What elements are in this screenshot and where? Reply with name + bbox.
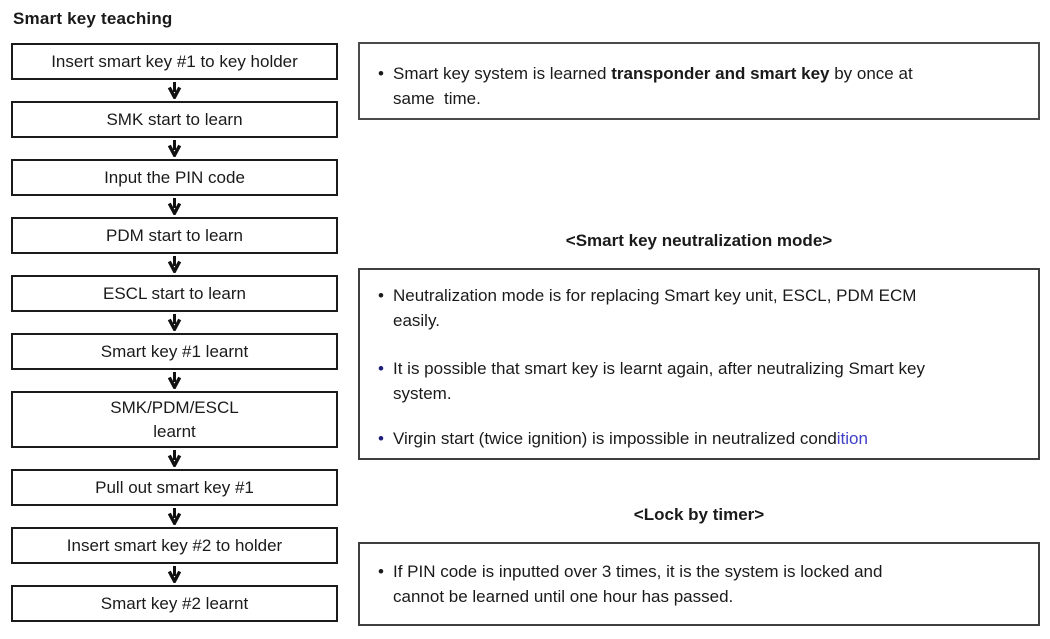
note-bullet: • Neutralization mode is for replacing S… [378, 283, 1026, 333]
page-title: Smart key teaching [13, 9, 173, 28]
bullet-dot: • [378, 359, 384, 378]
bullet-dot: • [378, 64, 384, 83]
flow-step-label: Insert smart key #1 to key holder [51, 51, 298, 71]
bullet-dot: • [378, 562, 384, 581]
flowchart: Insert smart key #1 to key holder SMK st… [11, 43, 338, 622]
flow-step-key1-learnt: Smart key #1 learnt [11, 333, 338, 370]
note-bullet: • Smart key system is learned transponde… [378, 61, 1026, 111]
down-arrow-icon [11, 138, 338, 159]
down-arrow-icon [11, 312, 338, 333]
note-line: Neutralization mode is for replacing Sma… [393, 286, 917, 305]
flow-step-insert-key1: Insert smart key #1 to key holder [11, 43, 338, 80]
flow-step-smk-learn: SMK start to learn [11, 101, 338, 138]
note-box-lock-by-timer: • If PIN code is inputted over 3 times, … [358, 542, 1040, 626]
note-line: cannot be learned until one hour has pas… [393, 587, 734, 606]
bold-phrase: transponder and smart key [611, 64, 830, 83]
flow-step-label: Smart key #1 learnt [100, 341, 249, 361]
flow-step-label: Insert smart key #2 to holder [66, 535, 283, 555]
flow-step-smk-pdm-escl-learnt: SMK/PDM/ESCL learnt [11, 391, 338, 448]
lock-by-timer-heading: <Lock by timer> [633, 505, 765, 524]
note-line: easily. [393, 311, 440, 330]
down-arrow-icon [11, 506, 338, 527]
flow-step-escl-learn: ESCL start to learn [11, 275, 338, 312]
flow-step-label: SMK start to learn [106, 109, 243, 129]
note-bullet: • Virgin start (twice ignition) is impos… [378, 426, 1026, 451]
down-arrow-icon [11, 564, 338, 585]
note-line: It is possible that smart key is learnt … [393, 359, 925, 378]
down-arrow-icon [11, 370, 338, 391]
flow-step-label: ESCL start to learn [103, 283, 246, 303]
flow-step-key2-learnt: Smart key #2 learnt [11, 585, 338, 622]
down-arrow-icon [11, 80, 338, 101]
flow-step-label-line2: learnt [153, 421, 196, 441]
bullet-dot: • [378, 286, 384, 305]
note-box-neutralization: • Neutralization mode is for replacing S… [358, 268, 1040, 460]
flow-step-input-pin: Input the PIN code [11, 159, 338, 196]
down-arrow-icon [11, 196, 338, 217]
neutralization-mode-heading: <Smart key neutralization mode> [565, 231, 833, 250]
flow-step-label: Input the PIN code [104, 167, 245, 187]
blue-text-fragment: ition [836, 429, 868, 448]
flow-step-insert-key2: Insert smart key #2 to holder [11, 527, 338, 564]
flow-step-label: Smart key #2 learnt [100, 593, 249, 613]
note-bullet: • If PIN code is inputted over 3 times, … [378, 559, 1026, 609]
down-arrow-icon [11, 448, 338, 469]
note-box-transponder: • Smart key system is learned transponde… [358, 42, 1040, 120]
flow-step-pdm-learn: PDM start to learn [11, 217, 338, 254]
bullet-dot: • [378, 429, 384, 448]
note-bullet: • It is possible that smart key is learn… [378, 356, 1026, 406]
note-line: same time. [393, 89, 481, 108]
flow-step-label: Pull out smart key #1 [95, 477, 254, 497]
note-line: If PIN code is inputted over 3 times, it… [393, 562, 883, 581]
flow-step-pull-out-key1: Pull out smart key #1 [11, 469, 338, 506]
down-arrow-icon [11, 254, 338, 275]
flow-step-label: SMK/PDM/ESCL [110, 397, 239, 417]
flow-step-label: PDM start to learn [106, 225, 243, 245]
note-line: Virgin start (twice ignition) is impossi… [393, 429, 868, 448]
note-line: system. [393, 384, 452, 403]
note-line: Smart key system is learned transponder … [393, 64, 913, 83]
